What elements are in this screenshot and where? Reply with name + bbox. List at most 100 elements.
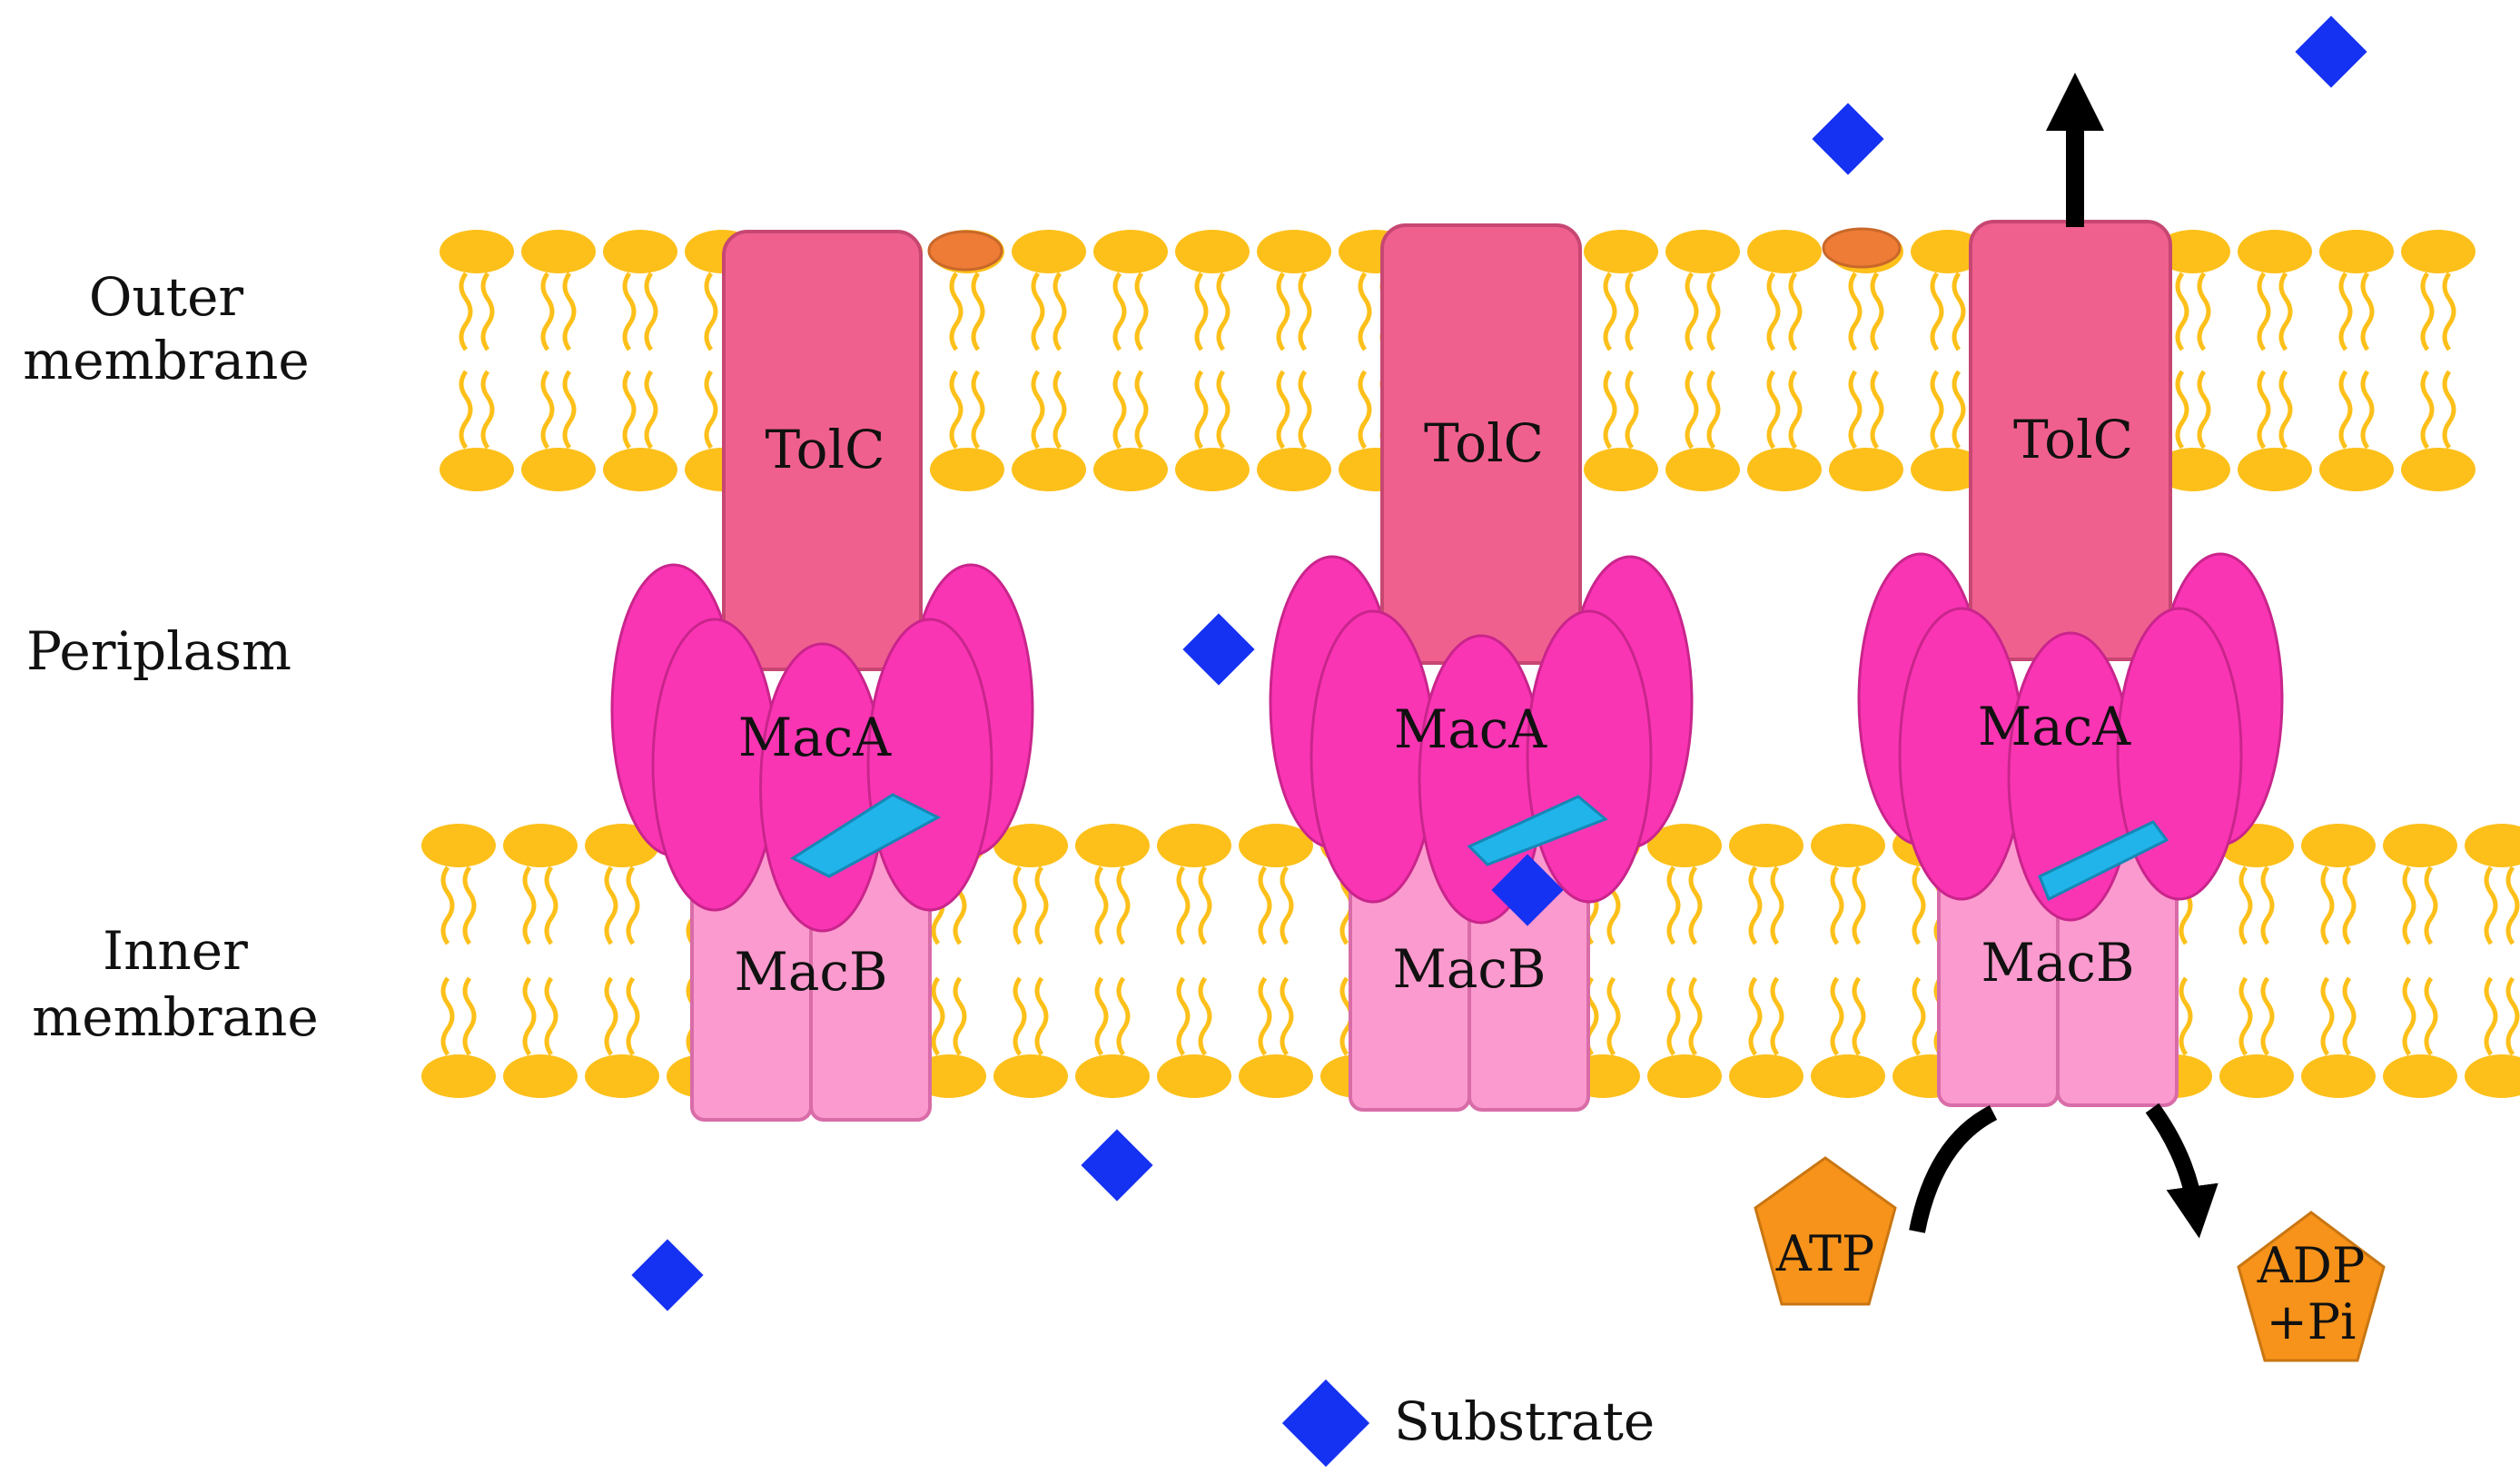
atp-pentagon [1754,1156,1897,1306]
lipid-tail [1788,272,1803,351]
lipid-head [1075,1054,1150,1098]
lipid-tail [1194,370,1209,450]
lipid-tail [931,976,945,1056]
lipid-tail [1770,976,1784,1056]
lipid-tail [1666,866,1681,945]
lipid-tail [1912,866,1926,945]
lipid-tail [1031,272,1045,351]
lipid-tail [2338,272,2353,351]
lipid-tail [1031,370,1045,450]
lipid-tail [622,272,637,351]
substrate-molecule [1812,103,1884,175]
lipid-tail [1688,976,1703,1056]
lipid-tail [462,976,477,1056]
lipid-tail [1852,976,1866,1056]
lipid-head [2301,824,2376,867]
lipid-tail [2320,976,2335,1056]
tolc-label: TolC [1424,412,1544,474]
lipid-tail [1280,866,1294,945]
lipid-tail [2442,272,2456,351]
lipid-tail [2257,370,2271,450]
lipid-tail [2424,976,2438,1056]
maca-label: MacA [1978,696,2131,757]
lipid-tail [1930,272,1944,351]
lipid-tail [1094,866,1109,945]
lipid-tail [2175,370,2189,450]
lipid-head [2319,448,2394,491]
lipid-tail [1052,370,1067,450]
lipid-tail [2402,866,2416,945]
lipid-tail [2320,866,2335,945]
lipid-head [2465,1054,2520,1098]
atp-input-arrow [1909,1104,1998,1233]
lipid-tail [1625,370,1639,450]
lipid-tail [562,272,577,351]
periplasm-label: Periplasm [26,620,292,682]
lipid-tail [1134,370,1149,450]
outer-membrane-label-line2: membrane [23,330,309,391]
lipid-tail [540,272,555,351]
lipid-tail [1603,272,1617,351]
lipid-tail [1603,370,1617,450]
lipid-tail [1112,272,1127,351]
lipid-tail [1666,976,1681,1056]
lipid-tail [1625,272,1639,351]
lipid-tail [1194,272,1209,351]
lipid-head [1647,1054,1722,1098]
lipid-head [2156,448,2230,491]
lipid-head [1665,448,1740,491]
lipid-tail [971,370,985,450]
lipid-head [2156,230,2230,273]
lipid-tail [1830,976,1844,1056]
lipid-tail [1176,866,1191,945]
lipid-tail [1912,976,1926,1056]
lipid-tail [971,272,985,351]
lipid-tail [1034,866,1049,945]
lipid-tail [644,370,658,450]
lipid-head [1075,824,1150,867]
lipid-tail [1952,370,1966,450]
lipid-tail [1606,976,1621,1056]
lipid-tail [2278,272,2293,351]
tolc-label: TolC [765,419,884,480]
lipid-head [1747,448,1822,491]
lipid-head [1911,230,1985,273]
lipid-tail [522,976,537,1056]
lipid-tail [2505,866,2520,945]
lipid-tail [1198,866,1212,945]
substrate-binding-site [789,793,942,878]
legend-substrate-label: Substrate [1394,1390,1655,1452]
lipid-head [1175,448,1250,491]
lipid-tail [949,370,964,450]
lipid-tail [2442,370,2456,450]
lipid-tail [2420,272,2435,351]
lipid-tail [1870,370,1884,450]
lipid-tail [2342,976,2357,1056]
substrate-binding-site [2038,820,2169,902]
lipid-head [440,448,514,491]
lipid-tail [1216,370,1230,450]
lipid-head [2383,1054,2457,1098]
lipid-tail [1706,370,1721,450]
lipid-tail [440,976,455,1056]
lipid-head [993,824,1068,867]
lipid-tail [1013,866,1027,945]
lipid-tail [1848,272,1863,351]
lipid-tail [1134,272,1149,351]
lipid-tail [1013,976,1027,1056]
lipid-head [2301,1054,2376,1098]
lipid-head [1647,824,1722,867]
lipid-tail [2260,976,2275,1056]
lipid-tail [1358,272,1372,351]
lipid-tail [2505,976,2520,1056]
adp-pentagon [2237,1211,2386,1362]
lipid-tail [2360,370,2375,450]
lipid-head [1157,1054,1231,1098]
lipid-tail [1280,976,1294,1056]
substrate-molecule [631,1239,704,1311]
lipid-tail [1052,272,1067,351]
lipid-head [1012,448,1086,491]
lipid-head [2319,230,2394,273]
lipid-tail [1766,272,1781,351]
